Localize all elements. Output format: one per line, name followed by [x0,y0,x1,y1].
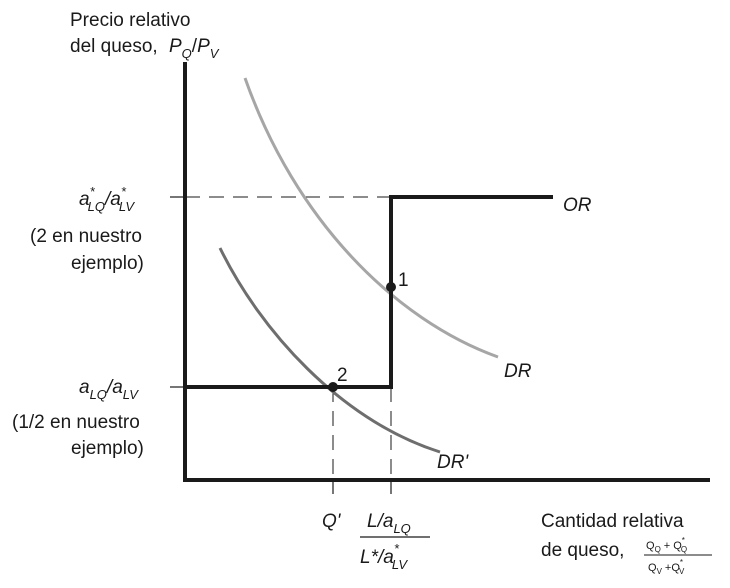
tick-qprime: Q' [322,511,342,532]
point-2-label: 2 [337,365,348,386]
x-axis-fraction-denominator: QV+Q*V [648,558,685,576]
dr-label: DR [504,361,532,382]
tick-L-denominator: L*/a*LV [360,541,408,572]
equilibrium-point-1 [386,282,396,292]
drprime-curve [218,247,441,454]
tick-high-note-line1: (2 en nuestro [30,226,142,247]
dashed-guides [185,196,392,480]
drprime-label: DR' [437,452,469,473]
tick-L-numerator: L/aLQ [367,511,411,536]
y-axis-title-line1: Precio relativo [70,10,190,31]
tick-low-price: aLQ/aLV [79,377,139,402]
or-label: OR [563,195,592,216]
tick-low-note-line1: (1/2 en nuestro [12,412,140,433]
axes [170,62,710,494]
tick-high-note-line2: ejemplo) [71,253,144,274]
y-axis-title-line2: del queso, PQ/PV [70,36,220,61]
or-curve [185,195,553,389]
point-1-label: 1 [398,270,409,291]
x-axis-title-line2: de queso, [541,540,624,561]
x-axis-title-line1: Cantidad relativa [541,511,684,532]
x-axis-fraction-numerator: QQ+Q*Q [646,536,687,554]
tick-high-price: a*LQ/a*LV [79,184,135,214]
dr-curve [243,77,499,359]
equilibrium-point-2 [328,382,338,392]
tick-low-note-line2: ejemplo) [71,438,144,459]
